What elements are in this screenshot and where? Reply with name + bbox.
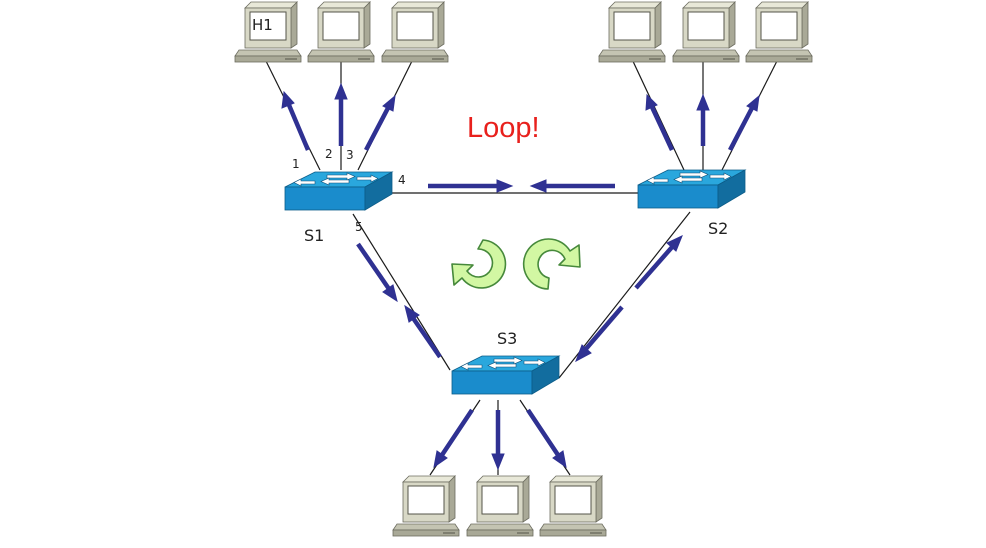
- flow-arrow-s3-h7: [433, 408, 474, 469]
- host-h1: H1: [234, 1, 302, 63]
- flow-arrow-s1-to-s3: [356, 242, 398, 303]
- flow-arrow-s1-to-s2: [428, 179, 514, 193]
- switch-s1: [284, 171, 393, 211]
- loop-title: Loop!: [467, 112, 540, 144]
- desktop-computer-icon: [392, 475, 460, 537]
- network-switch-icon: [451, 355, 560, 395]
- network-switch-icon: [637, 169, 746, 209]
- host-label-h1: H1: [252, 16, 273, 34]
- flow-arrow-s1-h1: [281, 90, 311, 151]
- host-h3: [381, 1, 449, 63]
- network-switch-icon: [284, 171, 393, 211]
- host-h2: [307, 1, 375, 63]
- desktop-computer-icon: [381, 1, 449, 63]
- port-label-3: 3: [346, 148, 354, 162]
- flow-arrow-s3-to-s2: [634, 235, 683, 290]
- circular-arrow-icon-right: [522, 238, 581, 290]
- switch-label-s2: S2: [708, 219, 728, 238]
- flow-arrow-s2-h6: [728, 94, 760, 152]
- port-label-5: 5: [355, 220, 363, 234]
- flow-arrow-s1-h2: [334, 82, 348, 146]
- flow-arrow-s1-h3: [364, 94, 396, 152]
- desktop-computer-icon: [466, 475, 534, 537]
- circular-arrow-icon-left: [451, 239, 507, 289]
- flow-arrow-s2-h4: [645, 93, 675, 151]
- host-h6: [745, 1, 813, 63]
- switch-label-s1: S1: [304, 226, 324, 245]
- flow-arrow-s3-h8: [491, 410, 505, 471]
- switch-s2: [637, 169, 746, 209]
- host-h9: [539, 475, 607, 537]
- flow-arrow-s3-h9: [526, 408, 567, 469]
- desktop-computer-icon: [672, 1, 740, 63]
- flow-arrow-s2-to-s3: [575, 305, 624, 363]
- host-h4: [598, 1, 666, 63]
- desktop-computer-icon: [539, 475, 607, 537]
- host-h7: [392, 475, 460, 537]
- port-label-1: 1: [292, 157, 300, 171]
- switch-label-s3: S3: [497, 329, 517, 348]
- host-h5: [672, 1, 740, 63]
- flow-arrow-s3-to-s1: [404, 304, 442, 359]
- port-label-2: 2: [325, 147, 333, 161]
- flow-arrow-s2-to-s1: [529, 179, 615, 193]
- desktop-computer-icon: [307, 1, 375, 63]
- link-s1-s3: [352, 213, 451, 371]
- flow-arrow-s2-h5: [696, 93, 710, 146]
- host-h8: [466, 475, 534, 537]
- desktop-computer-icon: [745, 1, 813, 63]
- switch-s3: [451, 355, 560, 395]
- port-label-4: 4: [398, 173, 406, 187]
- desktop-computer-icon: [598, 1, 666, 63]
